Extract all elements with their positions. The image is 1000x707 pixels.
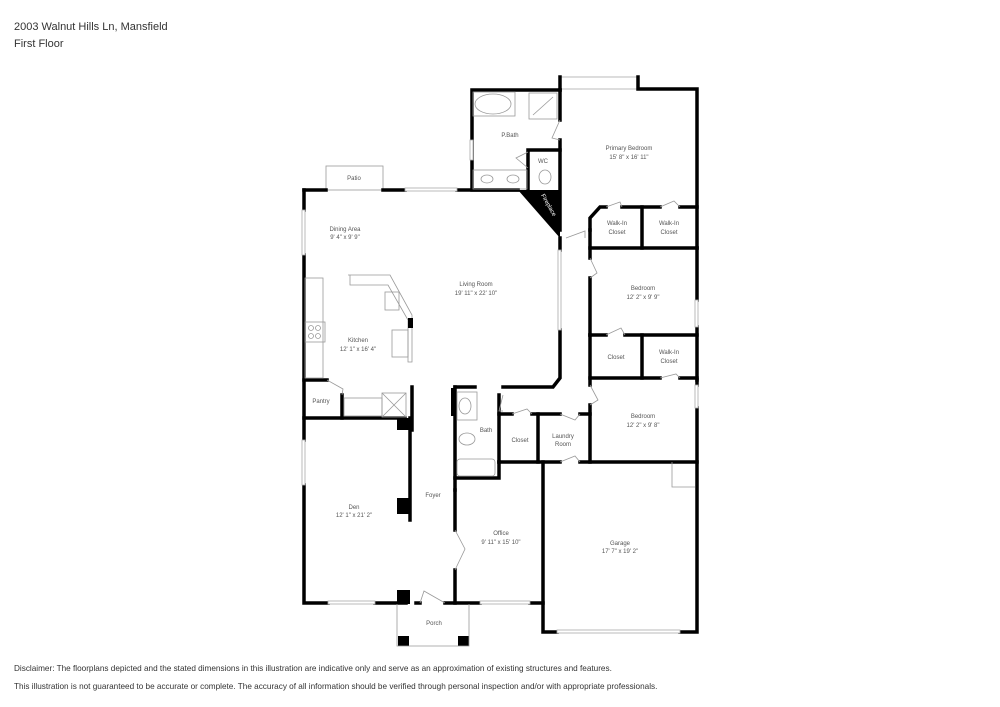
label-office: Office <box>493 531 509 537</box>
label-foyer: Foyer <box>425 493 440 499</box>
windows <box>301 139 699 634</box>
label-primary-bedroom: Primary Bedroom <box>606 146 653 152</box>
label-walkin-2a: Walk-In <box>659 221 679 227</box>
label-bedroom-2: Bedroom <box>631 414 655 420</box>
label-pbath: P.Bath <box>501 133 518 139</box>
label-garage: Garage <box>610 541 631 547</box>
label-bath: Bath <box>480 428 492 434</box>
label-porch: Porch <box>426 621 442 627</box>
label-kitchen: Kitchen <box>348 338 368 344</box>
dims-garage: 17' 7" x 19' 2" <box>602 549 638 555</box>
address-title: 2003 Walnut Hills Ln, Mansfield <box>14 21 168 33</box>
label-living: Living Room <box>459 282 492 288</box>
dims-den: 12' 1" x 21' 2" <box>336 513 372 519</box>
label-closet-2: Closet <box>511 438 528 444</box>
dims-dining: 9' 4" x 9' 9" <box>330 235 360 241</box>
label-patio: Patio <box>347 176 361 182</box>
columns <box>397 388 469 646</box>
dims-primary-bedroom: 15' 8" x 16' 11" <box>609 155 648 161</box>
bath-fixtures <box>456 91 558 477</box>
garage-step <box>671 462 695 488</box>
bay-window <box>560 76 639 90</box>
label-walkin-1a: Walk-In <box>607 221 627 227</box>
label-walkin-1b: Closet <box>608 230 625 236</box>
label-laundry-b: Room <box>555 442 571 448</box>
label-laundry-a: Laundry <box>552 434 574 440</box>
dims-bedroom-2: 12' 2" x 9' 8" <box>627 423 660 429</box>
label-walkin-3a: Walk-In <box>659 350 679 356</box>
dims-bedroom-1: 12' 2" x 9' 9" <box>627 295 660 301</box>
label-walkin-2b: Closet <box>660 230 677 236</box>
doors <box>326 119 681 604</box>
label-dining: Dining Area <box>329 227 361 233</box>
label-bedroom-1: Bedroom <box>631 286 655 292</box>
label-pantry: Pantry <box>312 399 329 405</box>
label-walkin-3b: Closet <box>660 359 677 365</box>
floor-title: First Floor <box>14 38 64 50</box>
dims-office: 9' 11" x 15' 10" <box>481 540 520 546</box>
porch-outline <box>396 604 470 647</box>
label-closet-1: Closet <box>607 355 624 361</box>
interior-walls <box>302 88 699 605</box>
disclaimer-line-2: This illustration is not guaranteed to b… <box>14 682 658 691</box>
label-wc: WC <box>538 159 549 165</box>
fireplace-icon <box>518 190 560 238</box>
dims-kitchen: 12' 1" x 16' 4" <box>340 347 376 353</box>
dims-living: 19' 11" x 22' 10" <box>455 291 497 297</box>
patio-outline <box>325 165 384 191</box>
disclaimer-line-1: Disclaimer: The floorplans depicted and … <box>14 664 612 673</box>
label-den: Den <box>348 505 359 511</box>
kitchen-counters <box>304 274 413 418</box>
